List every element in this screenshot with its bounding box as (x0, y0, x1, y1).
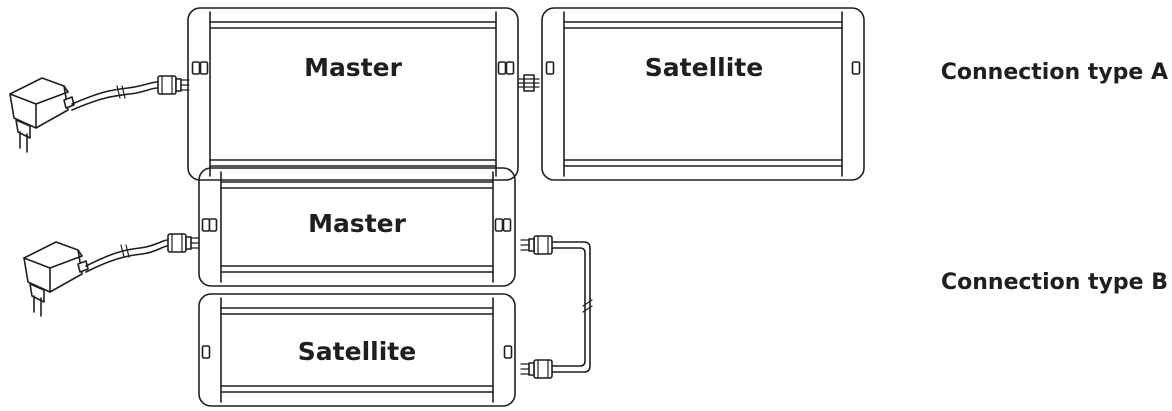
connector-plug-icon (520, 235, 553, 255)
connection-type-a: Master Satellite Connection t (9, 7, 1168, 181)
satellite-lamp-b: Satellite (198, 293, 516, 407)
master-label-b: Master (308, 209, 407, 238)
connection-type-b: Master Satellite (23, 167, 1168, 407)
connector-plug-icon (167, 233, 200, 253)
power-adapter-icon (9, 77, 75, 153)
connector-plug-icon (157, 75, 190, 95)
satellite-lamp-a: Satellite (541, 7, 865, 181)
satellite-label-a: Satellite (645, 53, 763, 82)
power-adapter-icon (23, 241, 89, 317)
connection-type-a-label: Connection type A (941, 60, 1168, 85)
cable-icon (71, 81, 159, 111)
connector-plug-icon (520, 359, 553, 379)
connection-type-b-label: Connection type B (941, 270, 1168, 295)
coupler-icon (518, 74, 540, 92)
master-lamp-a: Master (187, 7, 519, 181)
cable-icon (85, 239, 169, 273)
satellite-label-b: Satellite (298, 337, 416, 366)
master-lamp-b: Master (198, 167, 516, 287)
master-label-a: Master (304, 53, 403, 82)
cable-icon (551, 241, 593, 373)
